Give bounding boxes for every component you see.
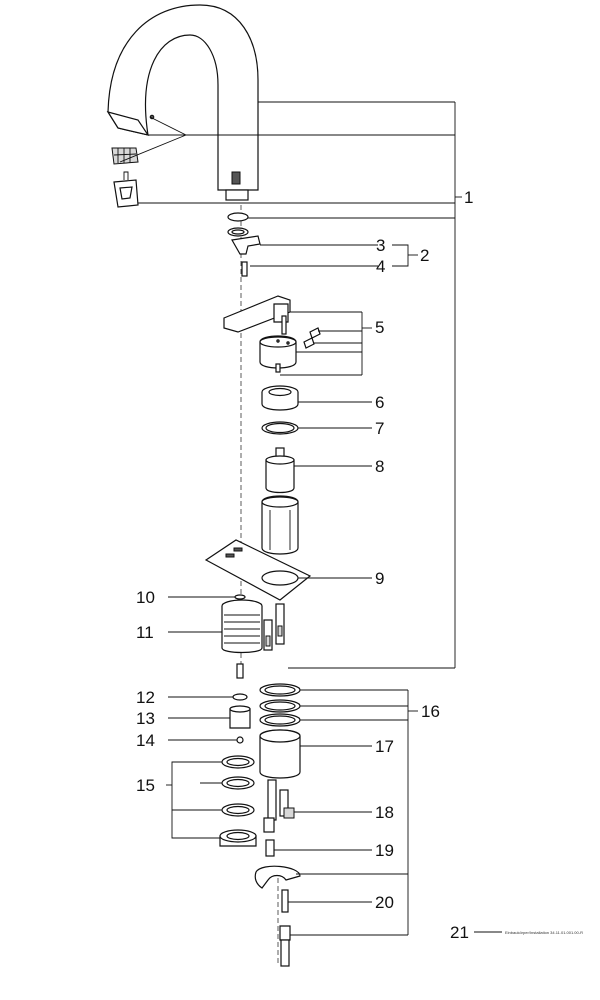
callout-19: 19 xyxy=(375,841,394,860)
spout-o-rings xyxy=(227,212,249,237)
aerator-insert xyxy=(111,147,139,165)
cartridge-nut xyxy=(261,385,372,411)
callout-4: 4 xyxy=(376,257,385,276)
ring-set xyxy=(259,683,418,935)
part1-leaders xyxy=(119,101,462,669)
callout-10: 10 xyxy=(136,588,155,607)
callout-1: 1 xyxy=(464,188,473,207)
callout-13: 13 xyxy=(136,709,155,728)
callout-3: 3 xyxy=(376,236,385,255)
connector-screw xyxy=(168,663,251,744)
housing-cylinder xyxy=(259,729,372,779)
callout-12: 12 xyxy=(136,688,155,707)
callout-9: 9 xyxy=(375,569,384,588)
handle-lever xyxy=(223,295,372,376)
spout xyxy=(106,4,259,201)
callout-2: 2 xyxy=(420,246,429,265)
callout-14: 14 xyxy=(136,731,155,750)
callout-20: 20 xyxy=(375,893,394,912)
callout-17: 17 xyxy=(375,737,394,756)
base-plate xyxy=(204,539,372,601)
callout-16: 16 xyxy=(421,702,440,721)
callout-21: 21 xyxy=(450,923,469,942)
valve-assembly xyxy=(263,779,372,857)
washer-stack xyxy=(166,755,257,847)
callout-7: 7 xyxy=(375,419,384,438)
callout-5: 5 xyxy=(375,318,384,337)
cartridge xyxy=(261,447,372,555)
hose-connectors xyxy=(263,603,285,651)
callout-6: 6 xyxy=(375,393,384,412)
callout-11: 11 xyxy=(136,623,154,642)
callout-15: 15 xyxy=(136,776,155,795)
callout-18: 18 xyxy=(375,803,394,822)
part21-caption: Einbaukörper/Installation 34.11.01.001.0… xyxy=(505,930,583,935)
threaded-shank xyxy=(168,594,263,654)
clip-and-pin xyxy=(231,235,418,277)
aerator-key xyxy=(113,171,139,208)
callout-8: 8 xyxy=(375,457,384,476)
o-ring-7 xyxy=(261,421,372,435)
fixing-clip xyxy=(254,865,408,967)
